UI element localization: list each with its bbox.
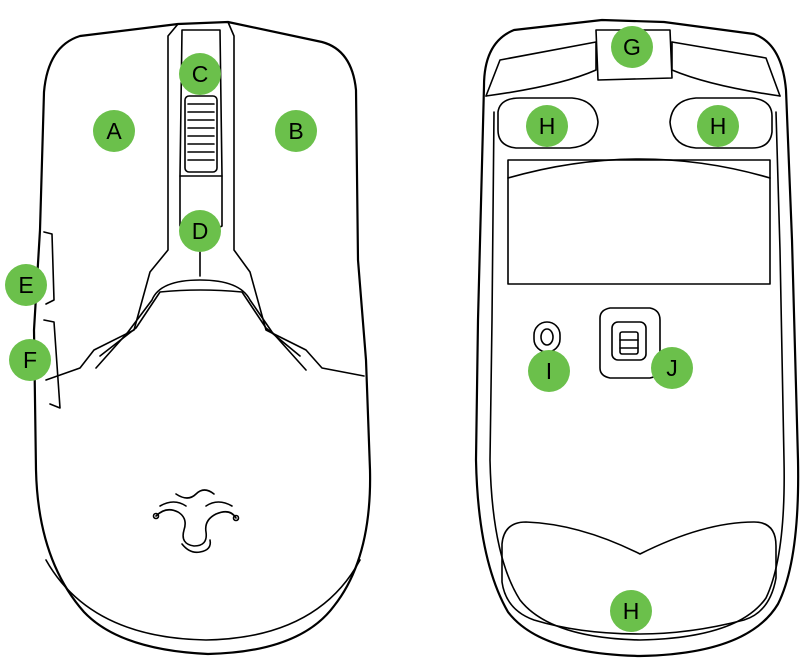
left-button-outline [45, 23, 179, 381]
scroll-wheel [184, 95, 218, 173]
bottom-rear-foot [501, 521, 777, 635]
callout-badge-c: C [179, 53, 221, 95]
top-left-foot [497, 97, 599, 149]
side-button-back [43, 319, 61, 409]
callout-badge-h-right: H [697, 105, 739, 147]
top-bottom-contour [45, 559, 361, 641]
callout-label-j: J [666, 355, 678, 381]
palm-ridge [95, 279, 307, 371]
optical-sensor [599, 307, 661, 379]
mouse-bottom-view [474, 18, 800, 658]
bottom-wheel-notch [595, 29, 673, 81]
callout-label-d: D [192, 218, 209, 244]
top-body-outline [32, 20, 372, 656]
callout-label-i: I [546, 358, 552, 384]
power-switch [533, 321, 561, 353]
callout-badge-f: F [9, 339, 51, 381]
top-right-foot [669, 97, 773, 149]
bottom-inner-border [489, 111, 785, 641]
bottom-button-tips [485, 41, 781, 97]
callout-badge-a: A [93, 110, 135, 152]
callout-label-f: F [23, 347, 37, 373]
callout-label-g: G [623, 34, 641, 60]
center-skate [507, 159, 771, 285]
razer-snake-logo [152, 489, 240, 554]
right-button-outline [227, 21, 365, 377]
callout-label-c: C [192, 61, 209, 87]
callout-badge-g: G [611, 26, 653, 68]
scroll-wheel-housing [179, 29, 223, 177]
callout-label-h-left: H [539, 113, 556, 139]
callout-label-e: E [18, 272, 33, 298]
callout-badge-e: E [5, 264, 47, 306]
callout-label-h-right: H [710, 113, 727, 139]
callout-badge-h-bottom: H [610, 590, 652, 632]
mouse-top-view [32, 20, 372, 656]
callout-label-b: B [288, 118, 303, 144]
callout-badge-i: I [528, 350, 570, 392]
callout-badge-d: D [179, 210, 221, 252]
callout-badge-j: J [651, 347, 693, 389]
callout-badge-h-left: H [526, 105, 568, 147]
callout-badge-b: B [275, 110, 317, 152]
callout-label-a: A [106, 118, 122, 144]
callout-label-h-bottom: H [623, 598, 640, 624]
side-button-forward [43, 231, 55, 305]
bottom-body-outline [474, 18, 800, 658]
